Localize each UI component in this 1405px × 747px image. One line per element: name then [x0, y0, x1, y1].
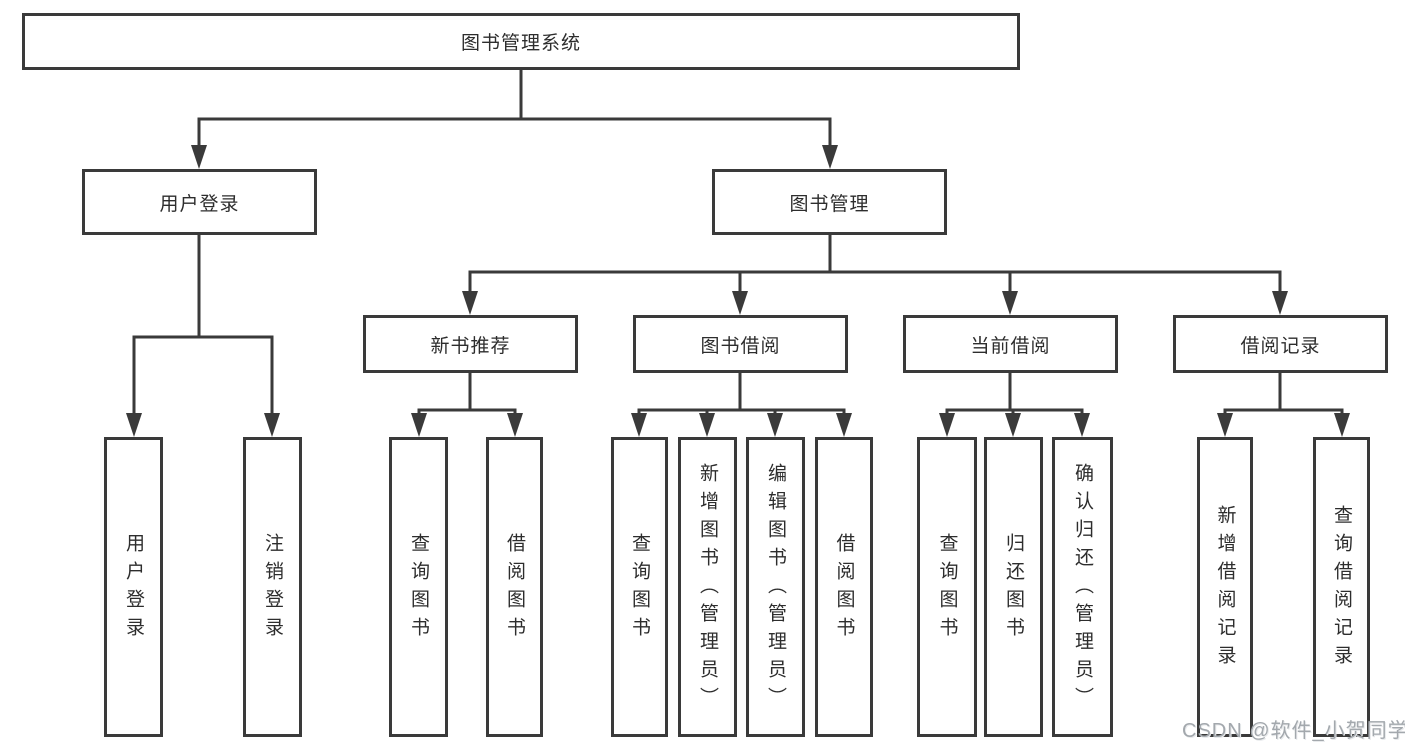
connector-book-mgmt-to-level3 — [462, 233, 1288, 315]
node-book-management: 图书管理 — [712, 169, 947, 235]
csdn-watermark: CSDN @软件_小贺同学 — [1182, 720, 1405, 742]
leaf-borrow-books-2: 借阅图书 — [815, 437, 873, 737]
connector-new-book-to-leaves — [411, 371, 523, 437]
leaf-user-login: 用户登录 — [104, 437, 163, 737]
node-borrow-record: 借阅记录 — [1173, 315, 1388, 373]
leaf-query-books-3: 查询图书 — [917, 437, 977, 737]
leaf-query-books-1: 查询图书 — [389, 437, 448, 737]
connector-current-borrow-to-leaves — [939, 371, 1090, 437]
leaf-query-borrow-record: 查询借阅记录 — [1313, 437, 1370, 737]
node-root-system: 图书管理系统 — [22, 13, 1020, 70]
leaf-confirm-return-admin: 确认归还（管理员） — [1052, 437, 1113, 737]
connector-root-to-level2 — [191, 68, 838, 169]
leaf-borrow-books-1: 借阅图书 — [486, 437, 543, 737]
leaf-add-books-admin: 新增图书（管理员） — [678, 437, 737, 737]
connector-user-login-to-leaves — [126, 233, 280, 437]
leaf-edit-books-admin: 编辑图书（管理员） — [746, 437, 805, 737]
leaf-logout: 注销登录 — [243, 437, 302, 737]
leaf-return-books: 归还图书 — [984, 437, 1043, 737]
node-new-book-recommend: 新书推荐 — [363, 315, 578, 373]
leaf-add-borrow-record: 新增借阅记录 — [1197, 437, 1253, 737]
node-user-login: 用户登录 — [82, 169, 317, 235]
connector-book-borrow-to-leaves — [631, 371, 852, 437]
node-book-borrow: 图书借阅 — [633, 315, 848, 373]
leaf-query-books-2: 查询图书 — [611, 437, 668, 737]
node-current-borrow: 当前借阅 — [903, 315, 1118, 373]
connector-borrow-record-to-leaves — [1217, 371, 1350, 437]
